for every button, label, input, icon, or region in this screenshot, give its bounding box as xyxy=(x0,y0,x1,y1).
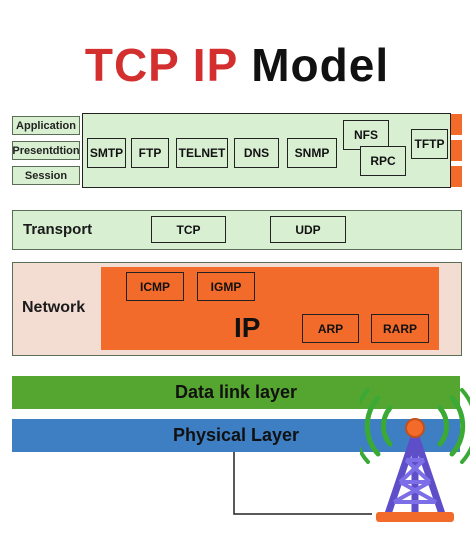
protocol-rpc: RPC xyxy=(360,146,406,176)
transport-layer-panel xyxy=(12,210,462,250)
application-label: Application xyxy=(12,116,80,135)
network-label: Network xyxy=(22,299,86,316)
physical-label: Physical Layer xyxy=(172,425,300,445)
protocol-dns: DNS xyxy=(234,138,279,168)
presentation-label: Presentdtion xyxy=(12,141,80,160)
protocol-telnet: TELNET xyxy=(176,138,228,168)
ip-label: IP xyxy=(234,312,261,343)
radio-tower-icon xyxy=(360,388,470,522)
protocol-igmp: IGMP xyxy=(197,272,255,301)
data-link-layer-bar: Data link layer xyxy=(12,376,460,409)
title-model: Model xyxy=(251,39,390,91)
protocol-smtp: SMTP xyxy=(87,138,126,168)
protocol-icmp: ICMP xyxy=(126,272,184,301)
application-tab xyxy=(451,114,462,135)
protocol-tftp: TFTP xyxy=(411,129,448,159)
presentation-tab xyxy=(451,140,462,161)
protocol-arp: ARP xyxy=(302,314,359,343)
protocol-snmp: SNMP xyxy=(287,138,337,168)
protocol-tcp: TCP xyxy=(151,216,226,243)
data-link-label: Data link layer xyxy=(174,382,298,402)
page-title: TCP IP Model xyxy=(0,38,474,92)
title-tcp-ip: TCP IP xyxy=(84,39,238,91)
protocol-nfs: NFS xyxy=(343,120,389,150)
session-label: Session xyxy=(12,166,80,185)
protocol-udp: UDP xyxy=(270,216,346,243)
protocol-ftp: FTP xyxy=(131,138,169,168)
protocol-rarp: RARP xyxy=(371,314,429,343)
session-tab xyxy=(451,166,462,187)
transport-label: Transport xyxy=(23,221,93,238)
